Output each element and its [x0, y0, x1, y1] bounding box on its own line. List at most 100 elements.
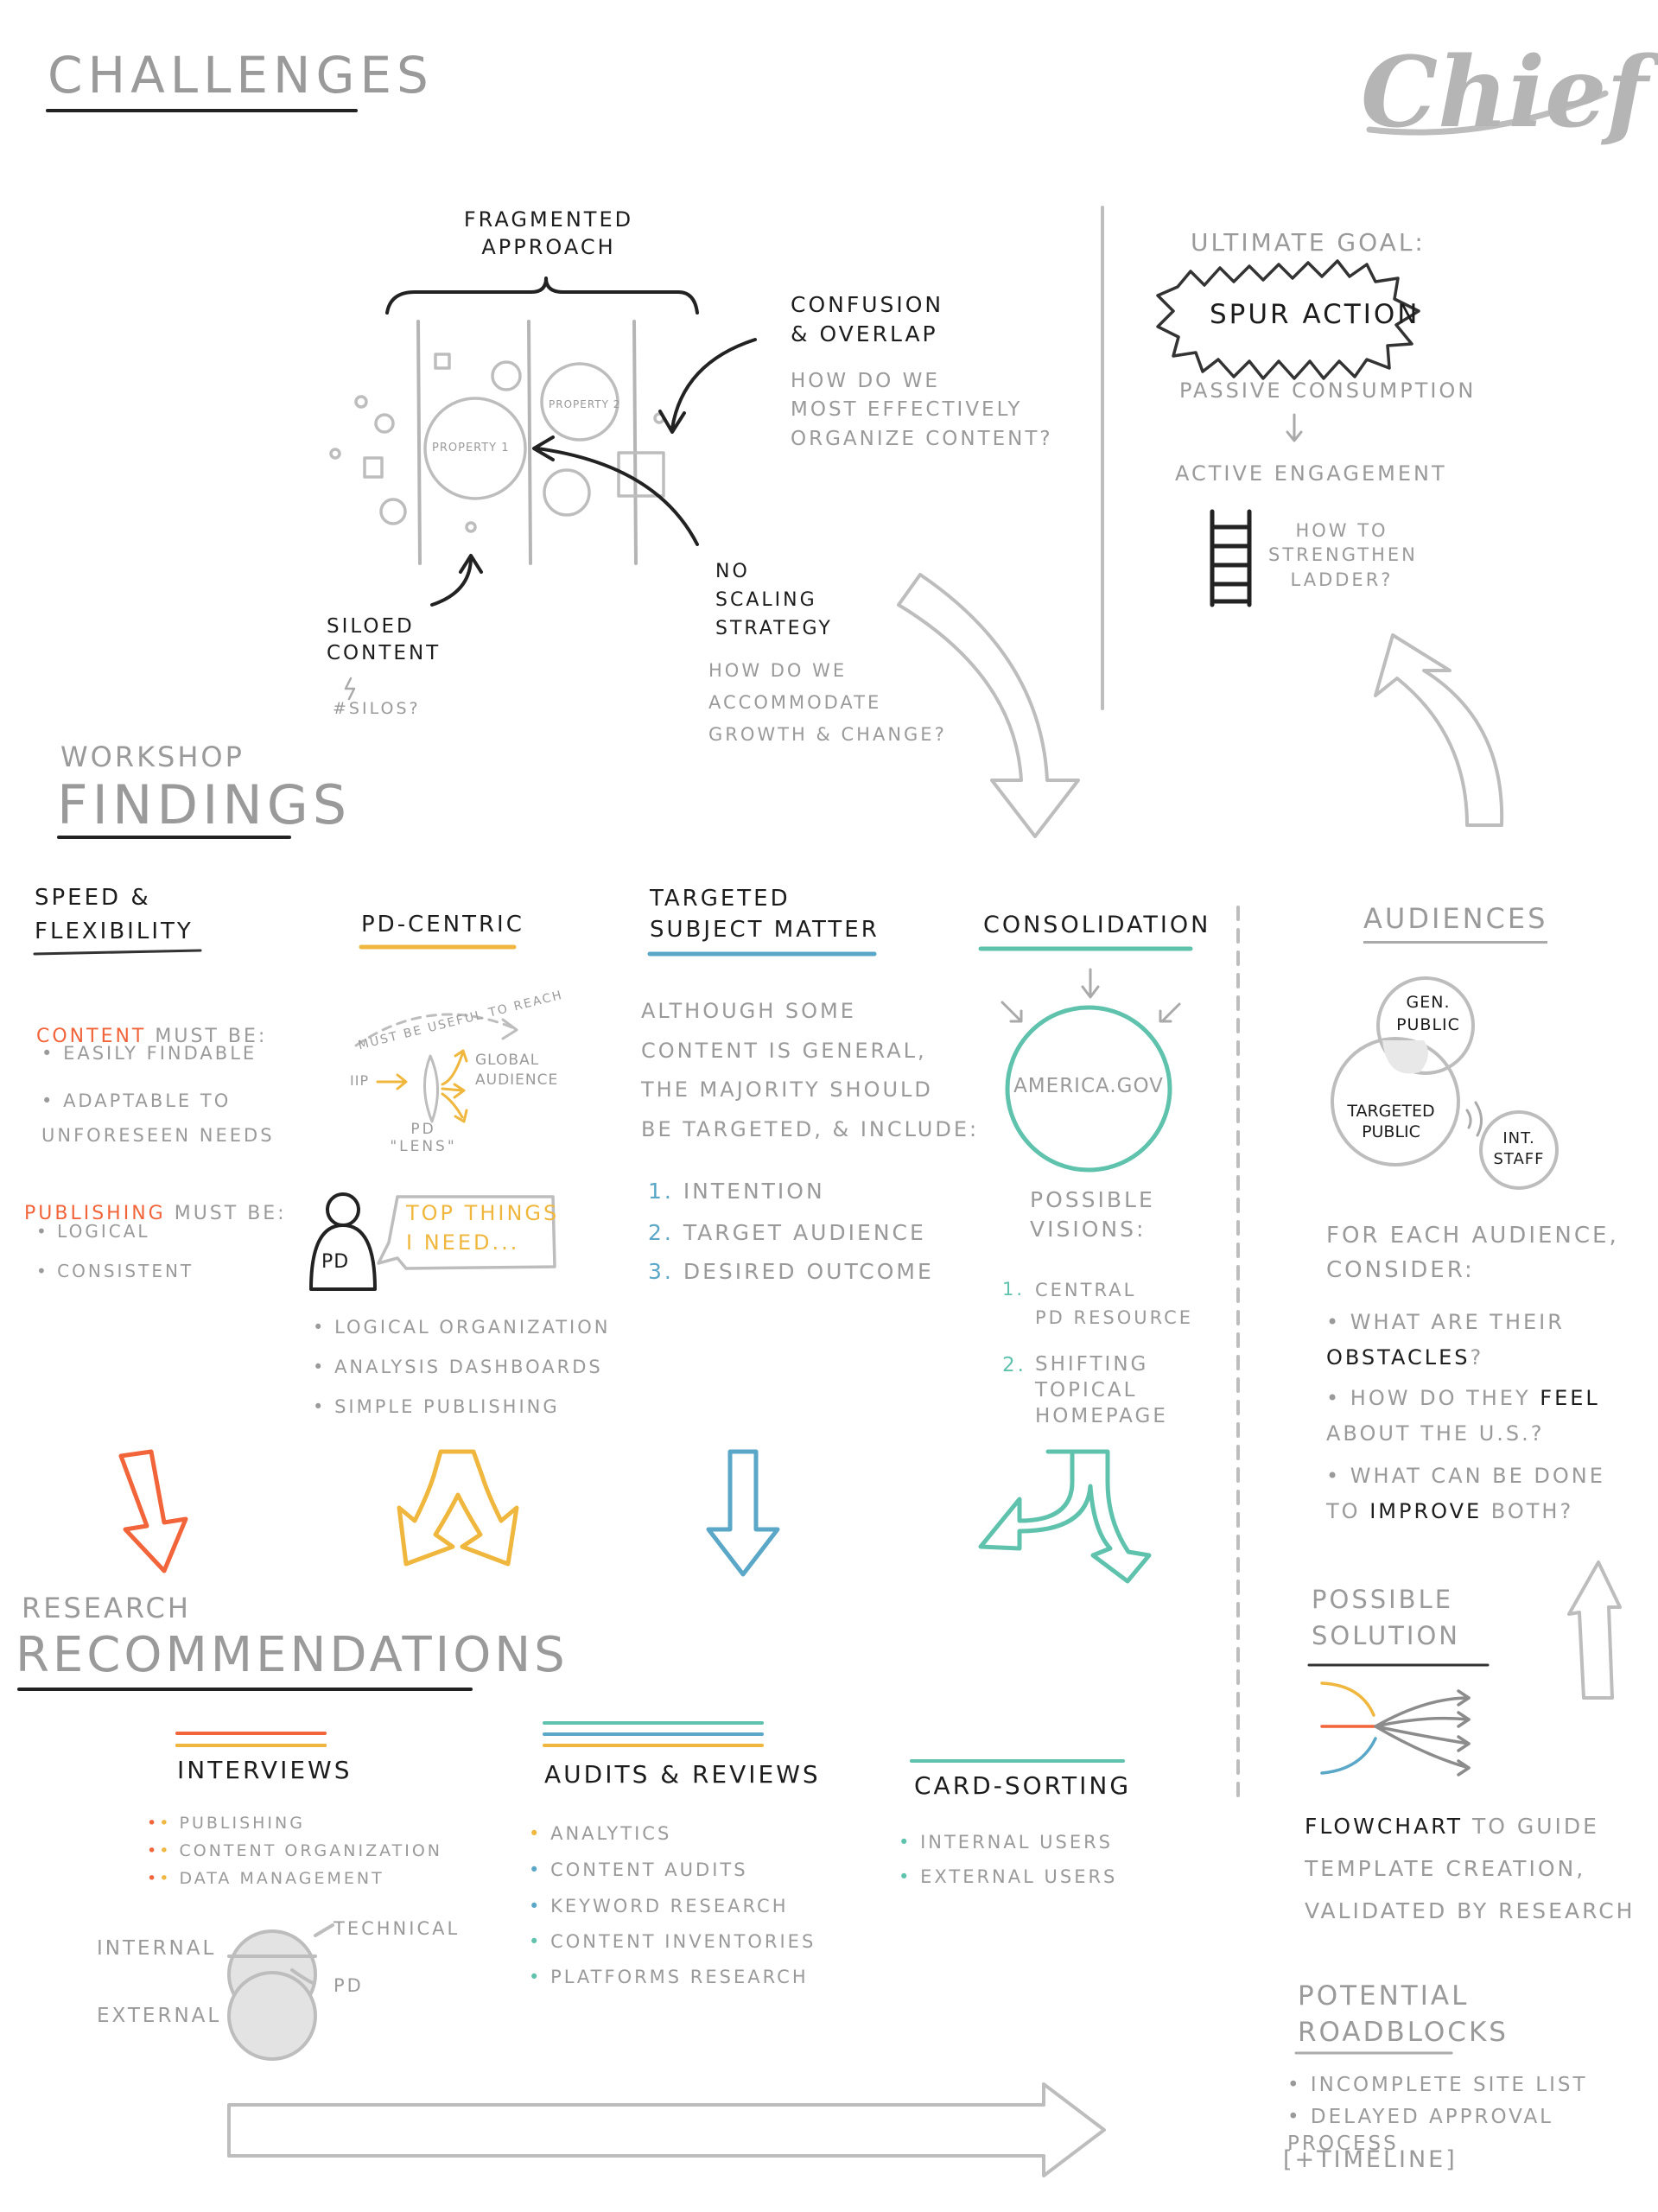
iip-arrow: [376, 1073, 408, 1090]
up-arrow-right: [1567, 1560, 1622, 1700]
pd-venn-label: PD: [334, 1975, 364, 1996]
interview-item-3: •• Data management: [147, 1869, 384, 1888]
ladder-icon: [1210, 509, 1252, 607]
visions-label: Possible visions:: [1030, 1187, 1155, 1242]
flowchart-caption: Flowchart to guide template creation, va…: [1305, 1814, 1636, 1923]
recommendations-title: Recommendations: [16, 1627, 569, 1683]
venn-targeted-public: Targeted Public: [1347, 1102, 1435, 1141]
targeted-body: Although some content is general, the ma…: [641, 999, 980, 1141]
publishing-keyword: Publishing: [24, 1202, 166, 1224]
content-item-1: • Easily findable: [41, 1043, 257, 1064]
recommendations-pre: Research: [22, 1592, 191, 1624]
card-item-2: • External users: [899, 1866, 1118, 1887]
consider-text: For each audience, consider:: [1326, 1223, 1619, 1284]
ladder-question: How to strengthen ladder?: [1268, 520, 1418, 590]
audit-item-2: • Content audits: [529, 1859, 748, 1880]
audits-title: Audits & Reviews: [544, 1760, 821, 1789]
active-engagement: Active engagement: [1175, 461, 1447, 486]
audience-question-3: • What can be done to improve both?: [1326, 1464, 1605, 1523]
pd-arc-label: Must be useful to reach: [357, 988, 565, 1053]
vision-2: 2.: [1002, 1354, 1026, 1376]
external-label: External: [97, 2005, 222, 2027]
venn-overlap: [1382, 1040, 1428, 1074]
flowchart-icon: [1320, 1681, 1471, 1777]
targeted-item-3: 3. Desired outcome: [648, 1259, 934, 1284]
signal-waves: [1465, 1101, 1483, 1137]
fragmented-bracket: [385, 276, 699, 315]
targeted-item-2: 2. Target audience: [648, 1220, 926, 1245]
blue-arrow: [706, 1449, 780, 1577]
publishing-must-be: Publishing must be:: [24, 1202, 287, 1224]
interviews-title: Interviews: [177, 1756, 353, 1784]
internal-label: Internal: [97, 1937, 217, 1960]
content-keyword: Content: [36, 1025, 147, 1047]
venn-gen-public: Gen. Public: [1396, 993, 1460, 1034]
audiences-title: Audiences: [1363, 900, 1548, 944]
targeted-title: Targeted Subject Matter: [650, 886, 880, 944]
publishing-item-2: • Consistent: [36, 1261, 194, 1281]
interviews-venn: [227, 1923, 334, 2061]
bottom-big-arrow: [227, 2082, 1106, 2177]
yellow-split-arrow: [397, 1449, 519, 1567]
vision-1-text: Central PD Resource: [1035, 1280, 1194, 1328]
orange-arrow: [118, 1449, 188, 1573]
interview-item-2: •• Content organization: [147, 1841, 442, 1860]
findings-pre: Workshop: [60, 741, 245, 773]
silo-shapes: [329, 353, 665, 533]
siloed-note: #silos?: [333, 699, 421, 718]
property-2-label: Property 2: [549, 398, 621, 410]
interview-item-1: •• Publishing: [147, 1814, 305, 1833]
interviews-bars: [175, 1732, 327, 1747]
audience-question-2: • How do they feel about the U.S.?: [1326, 1386, 1600, 1446]
spur-action-text: Spur Action: [1210, 299, 1420, 330]
audience-question-1: • What are their obstacles?: [1326, 1310, 1565, 1370]
roadblocks-title: Potential Roadblocks: [1298, 1980, 1509, 2048]
global-arrows: [441, 1049, 468, 1123]
consolidation-arrows: [1001, 968, 1181, 1023]
audit-item-5: • Platforms research: [529, 1967, 809, 1987]
confusion-title: Confusion & Overlap: [791, 292, 944, 346]
pd-lens-label: PD "Lens": [390, 1121, 457, 1155]
content-must-be: Content must be:: [36, 1025, 268, 1047]
scaling-question: How do we accommodate growth & change?: [708, 660, 947, 745]
siloed-title: Siloed content: [327, 615, 441, 665]
audit-item-1: • Analytics: [529, 1823, 672, 1844]
targeted-item-1: 1. Intention: [648, 1179, 825, 1204]
content-item-2: • Adaptable to unforeseen needs: [41, 1090, 275, 1146]
global-audience-label: Global Audience: [475, 1052, 559, 1089]
timeline-note: [+Timeline]: [1283, 2146, 1458, 2173]
findings-title: Findings: [57, 773, 352, 836]
siloed-squiggle: [344, 677, 356, 701]
challenge-arrows: [430, 338, 757, 607]
speech-bubble: [377, 1195, 556, 1270]
vision-1: 1.: [1002, 1279, 1026, 1300]
spur-action-burst: [1156, 259, 1420, 380]
challenges-heading: Challenges: [48, 46, 434, 105]
consolidation-title: Consolidation: [983, 912, 1211, 938]
silo-columns: [416, 320, 638, 565]
pd-item-3: • Simple publishing: [313, 1396, 560, 1417]
publishing-item-1: • Logical: [36, 1221, 150, 1242]
solution-title: Possible Solution: [1312, 1585, 1460, 1651]
big-curve-arrow-up: [1374, 633, 1504, 827]
card-sorting-title: Card-Sorting: [914, 1771, 1132, 1800]
roadblock-2: • Delayed approval process: [1287, 2106, 1553, 2156]
venn-int-staff: Int. Staff: [1493, 1129, 1545, 1169]
teal-split-arrow: [978, 1449, 1152, 1584]
confusion-question: How do we most effectively organize cont…: [791, 370, 1053, 450]
big-curve-arrow-down: [897, 573, 1080, 838]
audit-item-4: • Content inventories: [529, 1931, 816, 1952]
technical-label: Technical: [334, 1918, 461, 1939]
pd-avatar-icon: [309, 1192, 377, 1291]
pd-lens: [422, 1054, 440, 1123]
america-gov-circle: [1005, 1005, 1172, 1173]
chief-logo: Chief: [1361, 36, 1648, 149]
logo-swash: [1366, 90, 1609, 136]
vision-2-text: Shifting topical homepage: [1035, 1353, 1168, 1427]
pd-item-2: • Analysis dashboards: [313, 1357, 603, 1377]
roadblock-1: • Incomplete site list: [1287, 2074, 1588, 2096]
scaling-title: No scaling strategy: [715, 561, 833, 639]
pd-item-1: • Logical organization: [313, 1317, 611, 1338]
